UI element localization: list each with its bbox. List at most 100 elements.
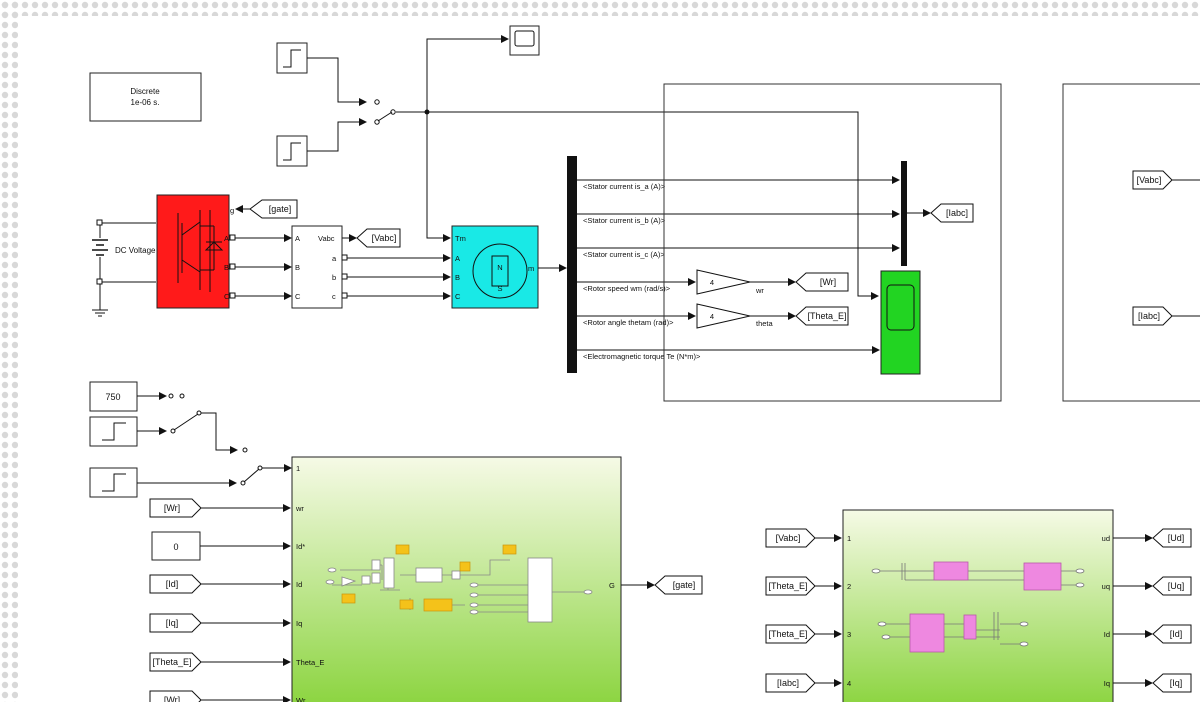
transform-goto-tag-text: [Iq] bbox=[1170, 678, 1183, 688]
transform-goto-tag[interactable] bbox=[1152, 673, 1192, 693]
controller-from-tag-text: [Id] bbox=[166, 579, 179, 589]
bus-signal-lines bbox=[577, 176, 900, 354]
measure-out-b: b bbox=[332, 273, 336, 282]
measure-area-frame bbox=[1062, 83, 1200, 402]
transform-goto-tag[interactable] bbox=[1152, 528, 1192, 548]
vabc-tag-goto-text: [Vabc] bbox=[372, 233, 397, 243]
transform-goto-tag-text: [Ud] bbox=[1168, 533, 1185, 543]
step-block-top-1[interactable] bbox=[276, 42, 308, 74]
transform-from-tag[interactable] bbox=[765, 576, 816, 596]
step-block-mid-1[interactable] bbox=[89, 416, 138, 447]
controller-input-port-label: Iq bbox=[296, 619, 302, 628]
theta-tag-goto-text: [Theta_E] bbox=[807, 311, 846, 321]
iabc-tag-from-right-text: [Iabc] bbox=[1138, 311, 1160, 321]
controller-input-port-label: 1 bbox=[296, 464, 300, 473]
machine-port-c: C bbox=[455, 292, 461, 301]
id-ref-constant-block[interactable] bbox=[151, 531, 201, 561]
transform-from-tag[interactable] bbox=[765, 624, 816, 644]
step-block-top-2[interactable] bbox=[276, 135, 308, 167]
measure-in-b: B bbox=[295, 263, 300, 272]
transform-from-tag-text: [Iabc] bbox=[777, 678, 799, 688]
controller-input-port-label: Wr bbox=[296, 696, 306, 702]
controller-from-tag-text: [Wr] bbox=[164, 503, 180, 513]
transform-goto-tag-text: [Id] bbox=[1170, 629, 1183, 639]
inverter-gate-port-label: g bbox=[230, 206, 234, 215]
dc-voltage-source[interactable]: DC Voltage bbox=[92, 219, 156, 317]
transform-input-sources: [Vabc][Theta_E][Theta_E][Iabc] bbox=[765, 528, 842, 693]
gain-theta-value: 4 bbox=[710, 312, 714, 321]
wr-tag-goto[interactable]: [Wr] bbox=[795, 272, 849, 292]
id-ref-constant-value: 0 bbox=[173, 542, 178, 552]
step-block-mid-2[interactable] bbox=[89, 467, 138, 498]
wr-tag-goto-text: [Wr] bbox=[820, 277, 836, 287]
transform-inner-preview bbox=[871, 563, 1085, 647]
measure-in-a: A bbox=[295, 234, 300, 243]
transform-from-tag-text: [Vabc] bbox=[776, 533, 801, 543]
small-scope-block[interactable] bbox=[509, 25, 540, 56]
scope-area-frame bbox=[663, 83, 1002, 402]
controller-from-tag[interactable] bbox=[149, 498, 202, 518]
manual-switch-top[interactable] bbox=[374, 99, 396, 125]
machine-port-b: B bbox=[455, 273, 460, 282]
inverter-port-c-label: C bbox=[224, 292, 230, 301]
gain-theta-block[interactable]: 4 bbox=[696, 303, 751, 329]
theta-tag-goto[interactable]: [Theta_E] bbox=[795, 306, 849, 326]
vabc-tag-goto[interactable]: [Vabc] bbox=[356, 228, 401, 248]
bus-selector[interactable] bbox=[567, 156, 577, 373]
wire-switch-to-small-scope bbox=[426, 35, 509, 112]
gate-tag-goto-bottom[interactable]: [gate] bbox=[654, 575, 703, 595]
controller-output-port: G bbox=[609, 581, 615, 590]
iabc-tag-from-right[interactable]: [Iabc] bbox=[1132, 306, 1173, 326]
machine-tm-port: Tm bbox=[455, 234, 466, 243]
controller-input-port-label: Theta_E bbox=[296, 658, 324, 667]
speed-constant-block[interactable]: 750 bbox=[89, 381, 138, 412]
bus-signal-label: <Stator current is_a (A)> bbox=[583, 182, 666, 191]
vabc-measurement-block[interactable]: A B C Vabc a b c bbox=[291, 225, 343, 309]
measure-vabc-port: Vabc bbox=[318, 234, 335, 243]
machine-port-a: A bbox=[455, 254, 460, 263]
transform-goto-tag[interactable] bbox=[1152, 576, 1192, 596]
manual-switch-mid-1[interactable] bbox=[170, 393, 202, 434]
controller-inner-yellow-blocks bbox=[341, 544, 517, 612]
transform-from-tag[interactable] bbox=[765, 673, 816, 693]
gate-tag-top[interactable]: [gate] bbox=[249, 199, 298, 219]
controller-from-tag-text: [Wr] bbox=[164, 695, 180, 702]
main-scope-block[interactable] bbox=[880, 270, 921, 375]
transform-goto-tag-text: [Uq] bbox=[1168, 581, 1185, 591]
iabc-tag-goto[interactable]: [Iabc] bbox=[930, 203, 974, 223]
wire-switch-to-scope bbox=[396, 111, 879, 300]
vabc-tag-from-right[interactable]: [Vabc] bbox=[1132, 170, 1173, 190]
controller-from-tag[interactable] bbox=[149, 574, 202, 594]
bus-signal-label: <Stator current is_b (A)> bbox=[583, 216, 666, 225]
inverter-port-b-label: B bbox=[224, 263, 229, 272]
transform-output-port-label: Id bbox=[1104, 630, 1110, 639]
pmsm-machine-block[interactable]: N S Tm A B C m bbox=[451, 225, 539, 309]
controller-from-tag-text: [Theta_E] bbox=[152, 657, 191, 667]
controller-from-tag[interactable] bbox=[149, 613, 202, 633]
powergui-line2: 1e-06 s. bbox=[131, 98, 160, 107]
bus-signal-label: <Stator current is_c (A)> bbox=[583, 250, 665, 259]
dc-voltage-label: DC Voltage bbox=[115, 246, 156, 255]
gain-wr-out-label: wr bbox=[755, 286, 764, 295]
transform-output-tags: [Ud] [Uq] [Id] [Iq] bbox=[1113, 528, 1192, 693]
current-mux[interactable] bbox=[901, 161, 907, 266]
gate-tag-goto-bottom-text: [gate] bbox=[673, 580, 696, 590]
iabc-tag-goto-text: [Iabc] bbox=[946, 208, 968, 218]
wire-switch-to-tm bbox=[426, 112, 451, 242]
machine-s-pole: S bbox=[497, 284, 502, 293]
inverter-port-a-label: A bbox=[224, 234, 229, 243]
inverter-block[interactable]: g A B C bbox=[156, 194, 234, 309]
transform-input-port-label: 4 bbox=[847, 679, 851, 688]
powergui-line1: Discrete bbox=[130, 87, 160, 96]
controller-from-tag[interactable] bbox=[149, 652, 202, 672]
torn-edge-left bbox=[0, 0, 18, 702]
bus-signal-label: <Electromagnetic torque Te (N*m)> bbox=[583, 352, 701, 361]
transform-goto-tag[interactable] bbox=[1152, 624, 1192, 644]
gain-wr-block[interactable]: 4 bbox=[696, 269, 751, 295]
transform-from-tag[interactable] bbox=[765, 528, 816, 548]
transform-inner-pink-blocks bbox=[909, 561, 1062, 653]
vabc-tag-from-right-text: [Vabc] bbox=[1137, 175, 1162, 185]
powergui-block[interactable]: Discrete 1e-06 s. bbox=[89, 72, 202, 122]
